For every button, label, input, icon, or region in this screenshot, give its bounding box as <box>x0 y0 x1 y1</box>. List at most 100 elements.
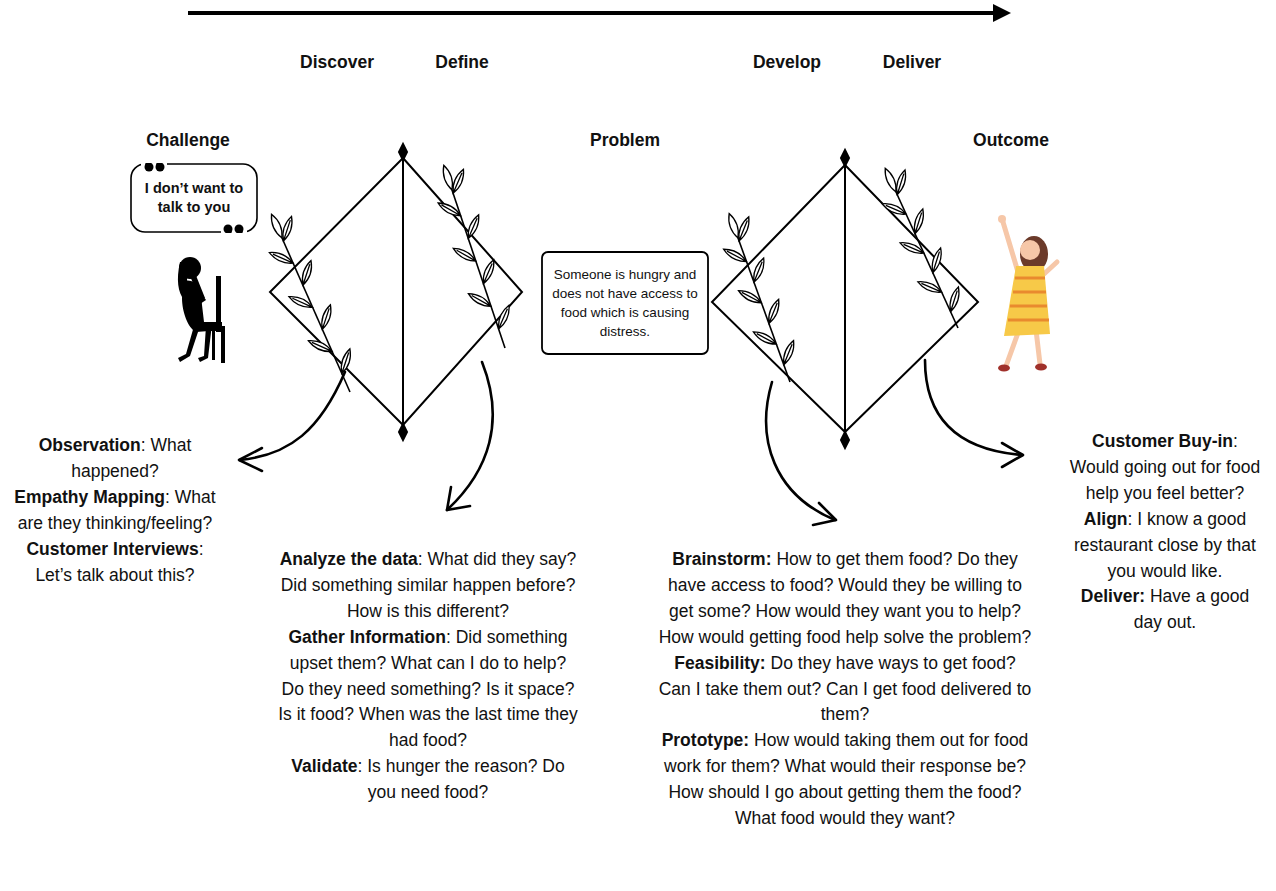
axis-tip <box>399 144 407 160</box>
discover-define-diamond <box>270 144 522 440</box>
leaf <box>495 304 512 331</box>
happy-girl-illustration <box>998 215 1057 372</box>
diamond-axis <box>402 150 404 434</box>
step-item: Prototype:How would taking them out for … <box>658 728 1033 832</box>
leaf <box>752 329 778 347</box>
axis-tip <box>841 432 849 448</box>
leaf <box>440 164 455 191</box>
leaf <box>268 249 295 266</box>
arm <box>1044 262 1057 274</box>
step-term: Observation <box>39 435 141 455</box>
speech-text: I don’t want to talk to you <box>142 179 246 217</box>
forearm <box>190 273 205 300</box>
chair-back <box>216 276 221 332</box>
speech-bubble: I don’t want to talk to you <box>130 163 258 233</box>
phase-heading: Define <box>435 52 488 73</box>
leaf <box>766 298 782 325</box>
outline <box>131 164 257 232</box>
step-item: Customer Interviews: Let’s talk about th… <box>13 537 218 589</box>
arrow-head <box>813 503 836 525</box>
timeline-arrow <box>188 4 1011 22</box>
dress-stripes <box>1008 278 1049 320</box>
shoe <box>1035 364 1047 371</box>
step-item: Customer Buy-in: Would going out for foo… <box>1068 429 1263 507</box>
step-item: Validate: Is hunger the reason? Do you n… <box>278 754 578 806</box>
leg <box>1036 330 1040 364</box>
face <box>1020 240 1040 260</box>
leaf <box>300 259 315 286</box>
step-term: Empathy Mapping <box>14 487 165 507</box>
timeline-head <box>993 4 1011 22</box>
chair-leg <box>212 330 215 360</box>
leaf <box>881 201 908 218</box>
leg <box>178 326 200 362</box>
phase-heading: Challenge <box>146 130 230 151</box>
leaf <box>338 348 353 375</box>
phase-heading: Problem <box>590 130 660 151</box>
step-questions: : Is hunger the reason? Do you need food… <box>357 756 564 802</box>
problem-box: Someone is hungry and does not have acce… <box>541 251 709 355</box>
problem-text: Someone is hungry and does not have acce… <box>551 265 699 341</box>
step-term: Customer Interviews <box>26 539 198 559</box>
arrow-head <box>447 487 470 510</box>
curved-arrow <box>240 372 345 460</box>
leaf-branches <box>268 164 962 392</box>
curved-arrow <box>766 382 835 520</box>
chair-seat <box>198 326 225 331</box>
dress <box>1004 266 1050 336</box>
phase-heading: Discover <box>300 52 374 73</box>
fist <box>998 215 1006 223</box>
timeline-line <box>188 11 996 15</box>
curved-arrows <box>239 360 1023 525</box>
leaf <box>480 258 497 285</box>
leaf <box>737 287 763 305</box>
leaf <box>929 247 943 274</box>
quote-tail <box>156 163 163 167</box>
step-term: Prototype: <box>662 730 750 750</box>
step-questions: Have a good day out. <box>1134 586 1249 632</box>
step-column: Observation: What happened?Empathy Mappi… <box>13 433 218 588</box>
leaf <box>751 257 767 284</box>
leaf <box>722 246 748 264</box>
leaf <box>268 213 285 240</box>
step-item: Brainstorm:How to get them food? Do they… <box>658 547 1033 651</box>
leaf <box>452 245 478 264</box>
step-item: Deliver:Have a good day out. <box>1068 584 1263 636</box>
diamond-axis <box>844 156 846 442</box>
leaf <box>467 291 493 310</box>
step-term: Align <box>1084 509 1128 529</box>
step-item: Observation: What happened? <box>13 433 218 485</box>
phase-heading: Outcome <box>973 130 1049 151</box>
quote-tail <box>225 229 232 233</box>
chair-leg <box>221 330 225 363</box>
node-outline <box>541 251 709 355</box>
step-term: Validate <box>291 756 357 776</box>
leaf <box>916 279 943 296</box>
outline <box>542 252 708 354</box>
step-item: Gather Information: Did something upset … <box>278 625 578 755</box>
step-column: Brainstorm:How to get them food? Do they… <box>658 547 1033 832</box>
quote-tail <box>145 163 152 167</box>
step-term: Feasibility: <box>674 653 765 673</box>
leaf <box>912 208 926 235</box>
step-item: Feasibility:Do they have ways to get foo… <box>658 651 1033 729</box>
axis-tip <box>399 424 407 440</box>
sad-person-silhouette <box>178 257 225 363</box>
develop-deliver-diamond <box>712 150 978 448</box>
step-column: Analyze the data: What did they say? Did… <box>278 547 578 806</box>
arrow-head <box>1002 443 1023 467</box>
shoe <box>998 365 1010 372</box>
quote-tail <box>236 229 243 233</box>
leaf <box>436 200 462 219</box>
raised-arm <box>1003 222 1018 272</box>
phase-heading: Deliver <box>883 52 941 73</box>
leaf <box>726 212 741 239</box>
leaf <box>287 293 314 310</box>
node-outline <box>130 163 258 233</box>
curved-arrow <box>925 360 1022 455</box>
step-column: Customer Buy-in: Would going out for foo… <box>1068 429 1263 636</box>
step-item: Align: I know a good restaurant close by… <box>1068 507 1263 585</box>
step-term: Analyze the data <box>280 549 418 569</box>
leaf <box>882 167 899 194</box>
step-term: Deliver: <box>1081 586 1145 606</box>
